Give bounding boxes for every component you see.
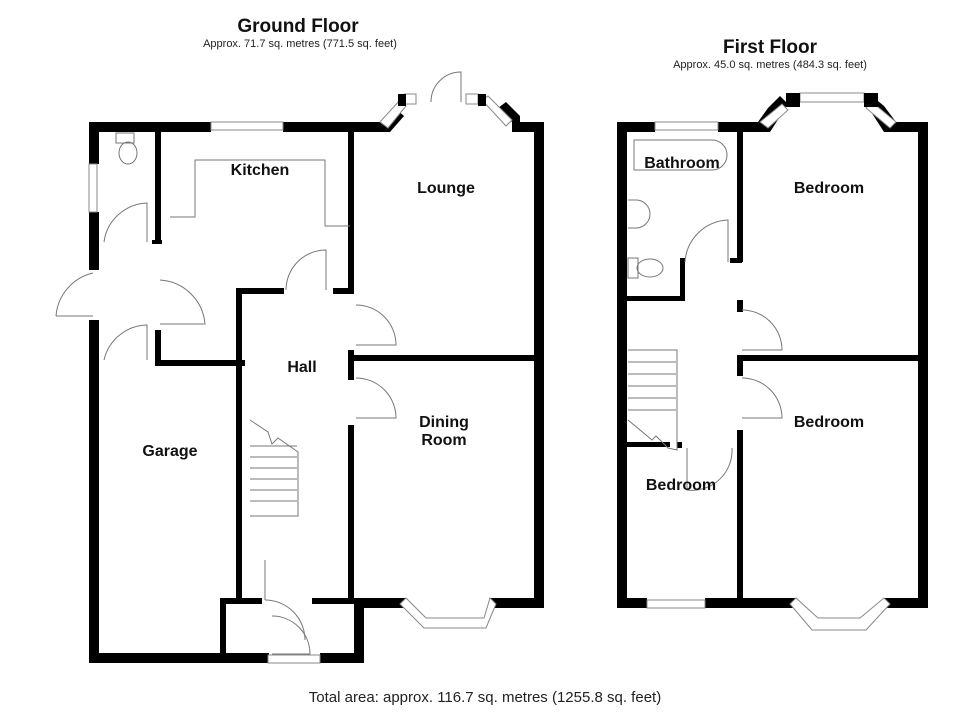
room-label-hall: Hall <box>287 359 317 376</box>
ground-floor-title: Ground Floor <box>237 16 359 37</box>
room-label-bedroom-front: Bedroom <box>793 180 865 197</box>
room-label-lounge: Lounge <box>417 180 475 197</box>
room-label-dining-line2: Room <box>421 432 467 449</box>
first-floor-area: Approx. 45.0 sq. metres (484.3 sq. feet) <box>673 59 867 71</box>
room-label-garage: Garage <box>142 443 198 460</box>
room-label-dining-line1: Dining <box>419 414 469 431</box>
room-label-bedroom-small: Bedroom <box>645 477 717 494</box>
room-label-kitchen: Kitchen <box>230 162 290 179</box>
total-area: Total area: approx. 116.7 sq. metres (12… <box>308 689 662 706</box>
room-label-bedroom-rear: Bedroom <box>793 414 865 431</box>
ground-floor-plan <box>55 71 544 664</box>
ground-floor-area: Approx. 71.7 sq. metres (771.5 sq. feet) <box>203 38 397 50</box>
first-floor-plan <box>617 92 928 631</box>
first-floor-title: First Floor <box>723 37 817 58</box>
room-label-dining-room: Dining Room <box>394 414 494 450</box>
room-label-bathroom: Bathroom <box>644 155 720 172</box>
